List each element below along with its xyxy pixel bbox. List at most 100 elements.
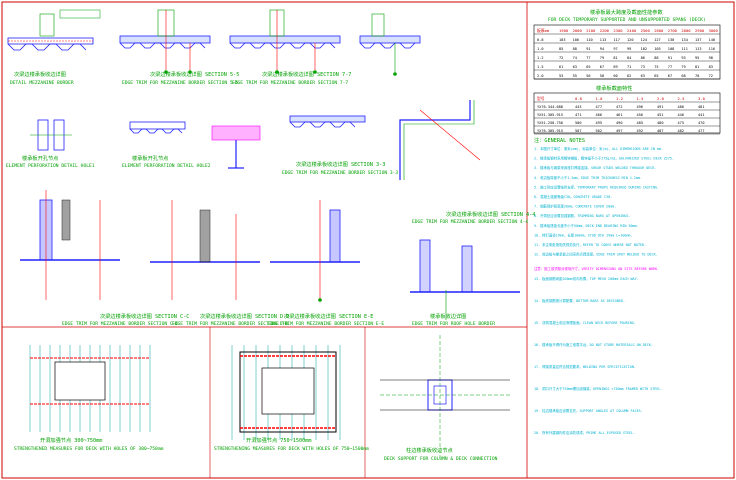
panel-11-title-cn: 楼承板收边详图 — [430, 312, 466, 320]
note-line: 15. 浇筑混凝土前应清理板面。CLEAN DECK BEFORE POURIN… — [534, 320, 636, 325]
section-d-d: 次梁边楼承板收边详图 SECTION D-D EDGE TRIM FOR MEZ… — [150, 200, 289, 327]
notes-title: 注：GENERAL NOTES — [534, 136, 585, 144]
table1-cell: 70 — [695, 74, 699, 78]
note-line: 14. 板底钢筋按计算配置。BOTTOM BARS AS DESIGNED. — [534, 298, 625, 303]
panel-1-title-en: DETAIL MEZZANINE BORDER — [10, 80, 74, 86]
table1-cell: 116 — [709, 47, 716, 51]
table2-cell: 466 — [596, 113, 603, 117]
note-line: 10. 栓钉直径19mm，长度100mm。STUD DIA 19mm L=100… — [534, 232, 633, 237]
table1-cell: 63 — [641, 74, 645, 78]
table1-cell: 1.0 — [537, 47, 544, 51]
table2-cell: 496 — [637, 105, 644, 109]
section-3-3: 次梁边楼承板收边详图 SECTION 3-3 EDGE TRIM FOR MEZ… — [282, 115, 398, 176]
table1-header-cell: 2000 — [573, 28, 583, 33]
table2-cell: 461 — [616, 113, 623, 117]
table1-cell: 130 — [668, 38, 675, 42]
table1-cell: 137 — [695, 38, 702, 42]
table1-cell: 110 — [586, 38, 593, 42]
table1-cell: 86 — [641, 56, 645, 60]
table2-cell: 497 — [616, 129, 623, 133]
panel-14-title-cn: 柱边楼承板收边节点 — [406, 446, 453, 454]
table1-cell: 111 — [681, 47, 688, 51]
note-line: 4. 收边板厚度不小于1.2mm。EDGE TRIM THICKNESS MIN… — [534, 175, 642, 180]
table-spans: 楼承板最大跨度及截面性能参数 FOR DECK TEMPORARY SUPPOR… — [533, 8, 721, 80]
note-line: 16. 楼承板不得作为施工堆载平台。DO NOT STORE MATERIALS… — [534, 342, 653, 347]
table1-cell: 2.0 — [537, 74, 544, 78]
table1-cell: 67 — [600, 65, 604, 69]
note-line: 17. 焊接质量应符合规范要求。WELDING PER SPECIFICATIO… — [534, 364, 636, 369]
panel-6-title-en: EDGE TRIM FOR MEZZANINE BORDER SECTION 3… — [282, 170, 398, 176]
table2-cell: 500 — [575, 121, 582, 125]
table1-cell: 0.8 — [537, 38, 544, 42]
table2-cell: YX51-250-750 — [537, 121, 563, 125]
table2-cell: 477 — [698, 129, 705, 133]
table1-title-en: FOR DECK TEMPORARY SUPPORTED AND UNSUPPO… — [548, 17, 706, 23]
table1-cell: 85 — [559, 47, 563, 51]
table1-cell: 79 — [681, 65, 685, 69]
table1-header-cell: 2400 — [627, 28, 637, 33]
panel-13-title-en: STRENGTHENING MEASURES FOR DECK WITH HOL… — [214, 446, 369, 452]
table1-cell: 88 — [654, 56, 658, 60]
panel-3-title-en: EDGE TRIM FOR MEZZANINE BORDER SECTION 7… — [232, 80, 348, 86]
panel-2-title-en: EDGE TRIM FOR MEZZANINE BORDER SECTION 5… — [122, 80, 238, 86]
panel-13-title-cn: 开洞加强节点 750~1500mm — [246, 436, 311, 444]
panel-6-title-cn: 次梁边楼承板收边详图 SECTION 3-3 — [296, 160, 385, 168]
table2-cell: 482 — [678, 129, 685, 133]
general-notes: 注：GENERAL NOTES 1. 本图尺寸单位：毫米(mm)，标高单位：米(… — [534, 136, 674, 435]
table2-header-cell: 1.0 — [596, 96, 604, 101]
table2-cell: 470 — [698, 121, 705, 125]
panel-10-title-en: EDGE TRIM FOR MEZZANINE BORDER SECTION E… — [268, 321, 384, 327]
table1-cell: 91 — [668, 56, 672, 60]
panel-10-title-cn: 次梁边楼承板收边详图 SECTION E-E — [284, 312, 373, 320]
note-line: 7. 钢筋保护层厚度20mm。CONCRETE COVER 20mm. — [534, 204, 616, 209]
table2-cell: 475 — [678, 121, 685, 125]
table2-cell: 486 — [678, 105, 685, 109]
table1-cell: 88 — [573, 47, 577, 51]
hole-detail-1: 楼承板开孔节点 ELEMENT PERFORATION DETAIL HOLE1 — [6, 119, 95, 169]
table1-cell: 94 — [600, 47, 604, 51]
table1-cell: 60 — [613, 74, 617, 78]
table1-cell: 79 — [600, 56, 604, 60]
table1-cell: 105 — [654, 47, 661, 51]
table1-header-cell: 3000 — [709, 28, 719, 33]
table2-header-cell: 2.0 — [657, 96, 665, 101]
table1-cell: 98 — [709, 56, 713, 60]
table1-cell: 97 — [613, 47, 617, 51]
table2-cell: 490 — [616, 121, 623, 125]
table1-cell: 103 — [559, 38, 566, 42]
table1-cell: 102 — [641, 47, 648, 51]
table1-header-cell: 2300 — [613, 28, 623, 33]
note-line: 19. 柱边楼承板应设置支托。SUPPORT ANGLES AT COLUMN … — [534, 408, 643, 413]
note-line: 11. 未注明处按相关规范执行。REFER TO CODES WHERE NOT… — [534, 242, 646, 247]
note-line: 20. 所有外露钢构件应涂防锈漆。PRIME ALL EXPOSED STEEL… — [534, 430, 635, 435]
table1-cell: 124 — [641, 38, 648, 42]
hole-detail-2: 楼承板开孔节点 ELEMENT PERFORATION DETAIL HOLE2 — [122, 121, 211, 169]
table2-cell: 480 — [657, 121, 664, 125]
table1-cell: 69 — [613, 65, 617, 69]
table1-cell: 56 — [586, 74, 590, 78]
table2-cell: 485 — [637, 121, 644, 125]
panel-9-title-en: EDGE TRIM FOR MEZZANINE BORDER SECTION D… — [172, 321, 288, 327]
section-e-e: 次梁边楼承板收边详图 SECTION E-E EDGE TRIM FOR MEZ… — [268, 200, 384, 327]
panel-12-title-en: STRENGTHENED MEASURES FOR DECK WITH HOLE… — [14, 446, 164, 452]
table1-cell: 1.5 — [537, 65, 544, 69]
table1-cell: 91 — [586, 47, 590, 51]
note-line: 13. 板面钢筋间距200mm双向布置。TOP MESH 200mm EACH … — [534, 276, 639, 281]
note-line: 6. 混凝土强度等级C30。CONCRETE GRADE C30. — [534, 194, 612, 199]
section-5-5: 次梁边楼承板收边详图 SECTION 5-5 EDGE TRIM FOR MEZ… — [119, 9, 239, 86]
table2-header-cell: 3.0 — [698, 96, 706, 101]
table1-title-cn: 楼承板最大跨度及截面性能参数 — [590, 8, 663, 16]
table2-cell: 495 — [596, 121, 603, 125]
panel-11-title-en: EDGE TRIM FOR ROOF HOLE BORDER — [412, 321, 495, 327]
table1-cell: 106 — [573, 38, 580, 42]
table1-header-cell: 板厚mm — [537, 28, 550, 33]
table2-cell: 441 — [698, 113, 705, 117]
panel-8-title-cn: 次梁边楼承板收边详图 SECTION C-C — [100, 312, 189, 320]
table2-cell: YX76-305-915 — [537, 129, 563, 133]
table2-header-cell: 0.8 — [575, 96, 583, 101]
table1-cell: 67 — [668, 74, 672, 78]
